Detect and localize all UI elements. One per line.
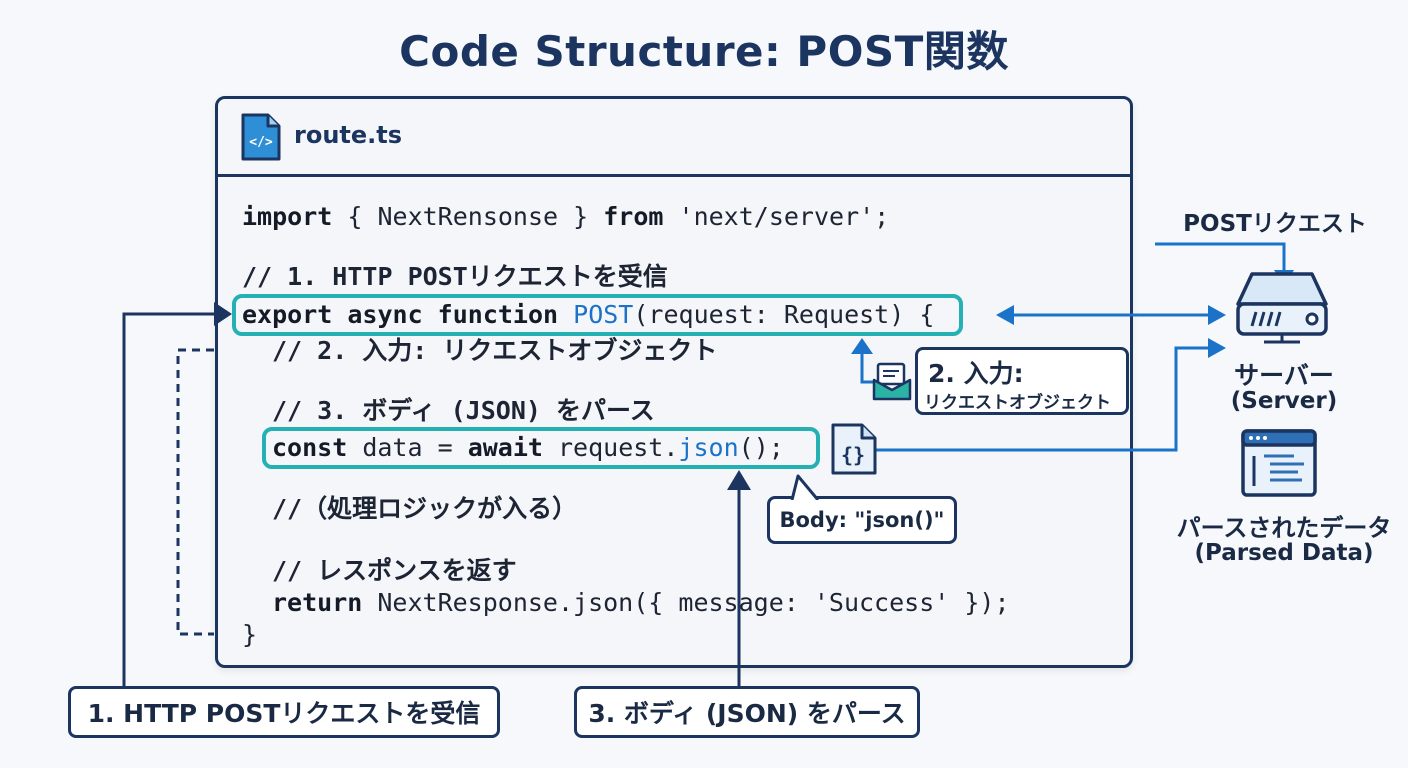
code-line-export: export async function POST(request: Requ… [242,300,934,330]
step1-label: 1. HTTP POSTリクエストを受信 [68,686,500,738]
parsed-data-label-en: (Parsed Data) [1194,540,1374,566]
arrowhead-receive [214,302,232,326]
post-request-label: POSTリクエスト [1183,211,1367,237]
json-parse-highlight [262,427,820,469]
code-text: { NextRensonse } [332,202,604,231]
input-callout: 2. 入力: リクエストオブジェクト [915,347,1129,415]
keyword: from [603,202,664,231]
code-line-const: const data = await request.json(); [272,433,784,463]
function-scope-bracket [176,348,214,636]
step3-label: 3. ボディ (JSON) をパース [574,686,920,738]
code-text: NextResponse.json({ message: 'Success' }… [362,588,1010,617]
keyword: export async function [242,300,559,329]
post-function-name: POST [573,300,634,329]
json-file-icon: {} [831,423,877,475]
code-brace: { [904,300,935,329]
code-comment-1: // 1. HTTP POSTリクエストを受信 [242,262,668,291]
code-line-import: import { NextRensonse } from 'next/serve… [242,202,889,232]
arrowhead-json-server [1208,338,1226,358]
file-name: route.ts [294,121,403,149]
svg-text:</>: </> [249,135,273,150]
code-comment-3: // 3. ボディ (JSON) をパース [272,396,655,425]
code-text: request. [542,433,679,462]
keyword: import [242,202,333,231]
server-icon [1236,272,1328,344]
arrowhead-server-left [996,305,1014,325]
connector-post-request [1155,242,1286,270]
code-text: data = [347,433,468,462]
post-function-highlight [232,294,963,336]
server-label: サーバー [1234,361,1334,390]
body-callout: Body: "json()" [767,474,957,544]
keyword: return [272,588,363,617]
file-header: </> route.ts [218,99,1130,177]
connector-receive [122,312,214,686]
code-text: (request: Request) [633,300,905,329]
arrowhead-server-right [1208,305,1226,325]
page-title: Code Structure: POST関数 [399,27,1009,76]
code-comment-4: //（処理ロジックが入る） [272,494,578,523]
code-line-close: } [242,620,258,649]
code-file-icon: </> [241,113,281,161]
code-comment-5: // レスポンスを返す [272,556,517,585]
arrowhead-input [851,338,873,354]
input-callout-title: 2. 入力: [928,359,1024,388]
connector-json-server [876,346,1208,452]
server-label-en: (Server) [1230,388,1338,414]
svg-text:{}: {} [841,443,865,467]
body-callout-text: Body: "json()" [779,508,945,532]
callout-pointer [790,474,820,500]
keyword: await [467,433,543,462]
arrowhead-parse [727,470,751,490]
envelope-icon [872,362,912,401]
code-text: (); [738,433,784,462]
keyword: const [272,433,348,462]
parsed-data-label: パースされたデータ [1176,514,1392,542]
json-method-name: json [678,433,739,462]
input-callout-subtitle: リクエストオブジェクト [924,393,1111,413]
parsed-data-icon [1241,429,1317,497]
code-line-return: return NextResponse.json({ message: 'Suc… [272,588,1010,618]
code-comment-2: // 2. 入力: リクエストオブジェクト [272,336,718,365]
code-text: 'next/server'; [663,202,890,231]
